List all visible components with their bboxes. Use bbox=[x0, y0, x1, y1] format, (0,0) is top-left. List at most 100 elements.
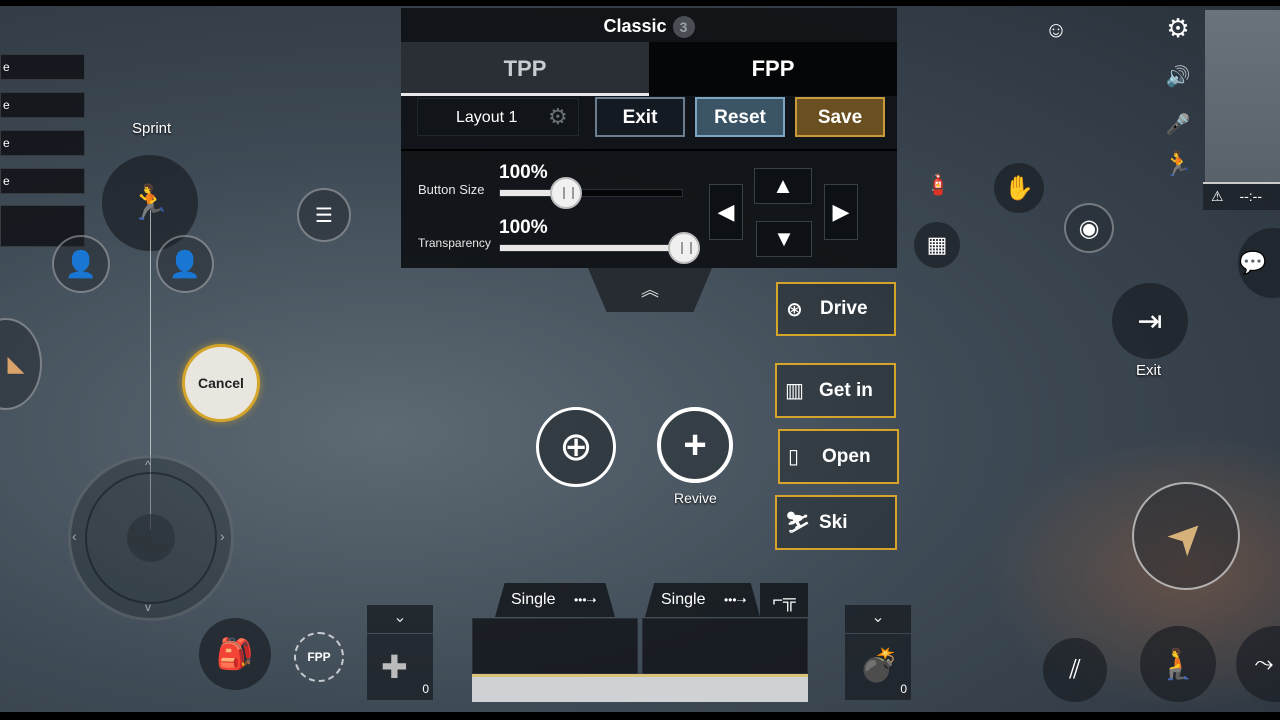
chevron-down-icon: v bbox=[145, 600, 151, 614]
medkit-count: 0 bbox=[422, 682, 429, 696]
list-item[interactable]: e bbox=[0, 130, 85, 156]
weapon1-fire-mode[interactable]: Single •••➝ bbox=[495, 583, 615, 617]
lean-right-icon: 👤 bbox=[168, 248, 202, 279]
medkit-expand[interactable]: ⌄ bbox=[367, 605, 433, 633]
button-size-slider[interactable] bbox=[499, 177, 683, 209]
gear-icon[interactable]: ⚙ bbox=[548, 104, 568, 129]
weapon-slot-2[interactable] bbox=[642, 618, 808, 674]
pistol-slot[interactable]: ⌐╦ bbox=[760, 583, 808, 617]
aim-button[interactable]: ⊕ bbox=[536, 407, 616, 487]
bullet-icon: ◣ bbox=[7, 351, 25, 376]
pickup-button[interactable]: ✋ bbox=[994, 163, 1044, 213]
slider-knob[interactable] bbox=[550, 177, 582, 209]
steering-wheel-icon: ⊛ bbox=[786, 298, 803, 321]
lean-right-button[interactable]: 👤 bbox=[156, 235, 214, 293]
pistol-icon: ⌐╦ bbox=[772, 590, 796, 610]
move-right-button[interactable]: ▶ bbox=[824, 184, 858, 240]
backpack-button[interactable]: 🎒 bbox=[199, 618, 271, 690]
grenade-slot[interactable]: 💣 0 bbox=[845, 634, 911, 700]
tab-fpp[interactable]: FPP bbox=[649, 42, 897, 96]
weapon-slot-1[interactable] bbox=[472, 618, 638, 674]
move-up-button[interactable]: ▲ bbox=[754, 168, 812, 204]
medkit-icon: ✚ bbox=[381, 649, 408, 685]
door-icon: ▯ bbox=[788, 446, 800, 468]
plus-icon: + bbox=[683, 422, 707, 467]
magazine-icon: ⫽ bbox=[1069, 654, 1081, 684]
slider-knob[interactable] bbox=[668, 232, 700, 264]
list-item[interactable]: e bbox=[0, 168, 85, 194]
fire-mode-label: Single bbox=[661, 591, 706, 608]
revive-button[interactable]: + bbox=[657, 407, 733, 483]
transparency-value: 100% bbox=[499, 217, 548, 238]
peek-button[interactable]: ◉ bbox=[1064, 203, 1114, 253]
get-in-label: Get in bbox=[819, 379, 873, 401]
list-item[interactable]: e bbox=[0, 92, 85, 118]
move-down-button[interactable]: ▼ bbox=[756, 221, 812, 257]
prone-icon: ⤳ bbox=[1254, 650, 1274, 677]
speaker-button[interactable]: 🔊 bbox=[1160, 58, 1196, 94]
grenade-icon: 💣 bbox=[859, 647, 899, 683]
crate-button[interactable]: ▦ bbox=[914, 222, 960, 268]
hand-icon: ✋ bbox=[1004, 174, 1034, 202]
chevron-right-icon: › bbox=[220, 528, 225, 544]
exit-vehicle-button[interactable]: ⇥ bbox=[1112, 283, 1188, 359]
microphone-icon: 🎤 bbox=[1165, 113, 1191, 136]
gear-icon: ⚙ bbox=[1166, 12, 1190, 43]
grenade-expand[interactable]: ⌄ bbox=[845, 605, 911, 633]
reset-button[interactable]: Reset bbox=[695, 97, 785, 137]
save-button[interactable]: Save bbox=[795, 97, 885, 137]
transparency-label: Transparency bbox=[418, 236, 491, 250]
slider-fill bbox=[500, 190, 566, 196]
crosshair-icon: ⊕ bbox=[559, 425, 593, 469]
joystick-thumb[interactable] bbox=[127, 514, 175, 562]
bullet-icon: ➤ bbox=[1155, 505, 1217, 567]
layout-selector[interactable]: Layout 1 ⚙ bbox=[417, 98, 579, 136]
spray-button[interactable]: 🧯 bbox=[918, 164, 958, 204]
seat-icon: ▥ bbox=[785, 380, 804, 402]
move-left-button[interactable]: ◀ bbox=[709, 184, 743, 240]
chat-button[interactable]: 💬 bbox=[1238, 228, 1280, 298]
bullets-icon: •••➝ bbox=[723, 593, 747, 607]
running-man-icon: 🏃 bbox=[1163, 150, 1193, 178]
exit-button[interactable]: Exit bbox=[595, 97, 685, 137]
ski-button[interactable]: ⛷Ski bbox=[775, 495, 897, 550]
drive-button[interactable]: ⊛Drive bbox=[776, 282, 896, 336]
get-in-button[interactable]: ▥ Get in bbox=[775, 363, 896, 418]
layout-count-badge: 3 bbox=[672, 16, 695, 39]
open-button[interactable]: ▯Open bbox=[778, 429, 899, 484]
joystick[interactable] bbox=[68, 455, 234, 621]
settings-button[interactable]: ⚙ bbox=[1160, 10, 1196, 46]
crouch-button[interactable]: 🧎 bbox=[1140, 626, 1216, 702]
menu-button[interactable]: ☰ bbox=[297, 188, 351, 242]
weapon2-fire-mode[interactable]: Single •••➝ bbox=[645, 583, 760, 617]
reload-button[interactable]: ⫽ bbox=[1043, 638, 1107, 702]
mode-title: Classic bbox=[603, 16, 667, 36]
bottom-letterbox bbox=[0, 712, 1280, 720]
exit-label: Exit bbox=[1136, 362, 1162, 379]
emote-button[interactable]: ☺ bbox=[1038, 12, 1074, 48]
revive-label: Revive bbox=[674, 490, 717, 506]
arrow-left-icon: ◀ bbox=[717, 199, 735, 224]
lean-left-button[interactable]: 👤 bbox=[52, 235, 110, 293]
list-item[interactable]: e bbox=[0, 54, 85, 80]
button-size-value: 100% bbox=[499, 162, 548, 183]
left-edge-button[interactable]: ◣ bbox=[0, 318, 42, 410]
tab-tpp[interactable]: TPP bbox=[401, 42, 649, 96]
ski-label: Ski bbox=[819, 511, 848, 533]
status-text: --:-- bbox=[1239, 188, 1262, 204]
medkit-slot[interactable]: ✚ 0 bbox=[367, 634, 433, 700]
cancel-button[interactable]: Cancel bbox=[182, 344, 260, 422]
auto-run-button[interactable]: 🏃 bbox=[1158, 144, 1198, 184]
joystick-ring bbox=[85, 472, 217, 604]
crouch-icon: 🧎 bbox=[1159, 647, 1197, 681]
minimap[interactable] bbox=[1205, 10, 1280, 182]
microphone-button[interactable]: 🎤 bbox=[1160, 106, 1196, 142]
chevron-down-icon: ⌄ bbox=[393, 609, 407, 626]
fire-button[interactable]: ➤ bbox=[1132, 482, 1240, 590]
fpp-toggle-button[interactable]: FPP bbox=[294, 632, 344, 682]
chevron-down-icon: ⌄ bbox=[871, 609, 885, 626]
collapse-panel-handle[interactable]: ︽ bbox=[588, 268, 712, 312]
transparency-slider[interactable] bbox=[499, 232, 700, 264]
